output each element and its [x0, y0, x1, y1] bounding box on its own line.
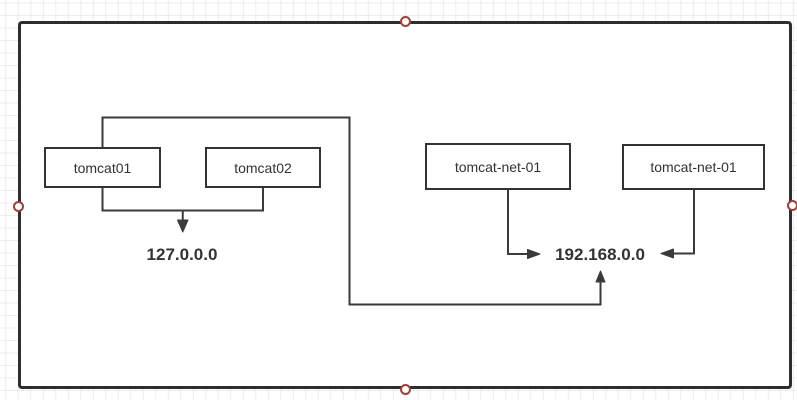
arrowhead-right-icon — [527, 249, 541, 259]
arrowhead-down-icon — [177, 219, 189, 233]
container-rectangle[interactable] — [18, 21, 792, 389]
selection-handle-left[interactable] — [13, 201, 24, 212]
selection-handle-right[interactable] — [787, 200, 797, 211]
node-tomcat01-label: tomcat01 — [73, 159, 132, 176]
network-label-127[interactable]: 127.0.0.0 — [146, 245, 218, 264]
node-tomcat-net-01-a[interactable]: tomcat-net-01 — [425, 143, 571, 190]
edge-tomcats-to-127-0-0-0[interactable] — [101, 188, 264, 233]
arrowhead-left-icon — [660, 248, 674, 259]
selection-handle-top[interactable] — [400, 16, 411, 27]
network-label-192[interactable]: 192.168.0.0 — [555, 245, 645, 264]
arrowhead-up-icon — [595, 270, 606, 283]
node-tomcat-net-01-b[interactable]: tomcat-net-01 — [622, 144, 765, 190]
node-tomcat02-label: tomcat02 — [234, 159, 292, 176]
node-tomcat-net-01-b-label: tomcat-net-01 — [650, 159, 737, 175]
edge-tomcat01-to-192-168-0-0[interactable] — [101, 116, 606, 306]
selection-handle-bottom[interactable] — [400, 384, 411, 395]
edge-net-b-to-192-168-0-0[interactable] — [660, 190, 695, 259]
node-tomcat02[interactable]: tomcat02 — [205, 147, 321, 188]
node-tomcat01[interactable]: tomcat01 — [44, 147, 161, 188]
node-tomcat-net-01-a-label: tomcat-net-01 — [454, 158, 542, 175]
edge-net-a-to-192-168-0-0[interactable] — [507, 190, 541, 259]
